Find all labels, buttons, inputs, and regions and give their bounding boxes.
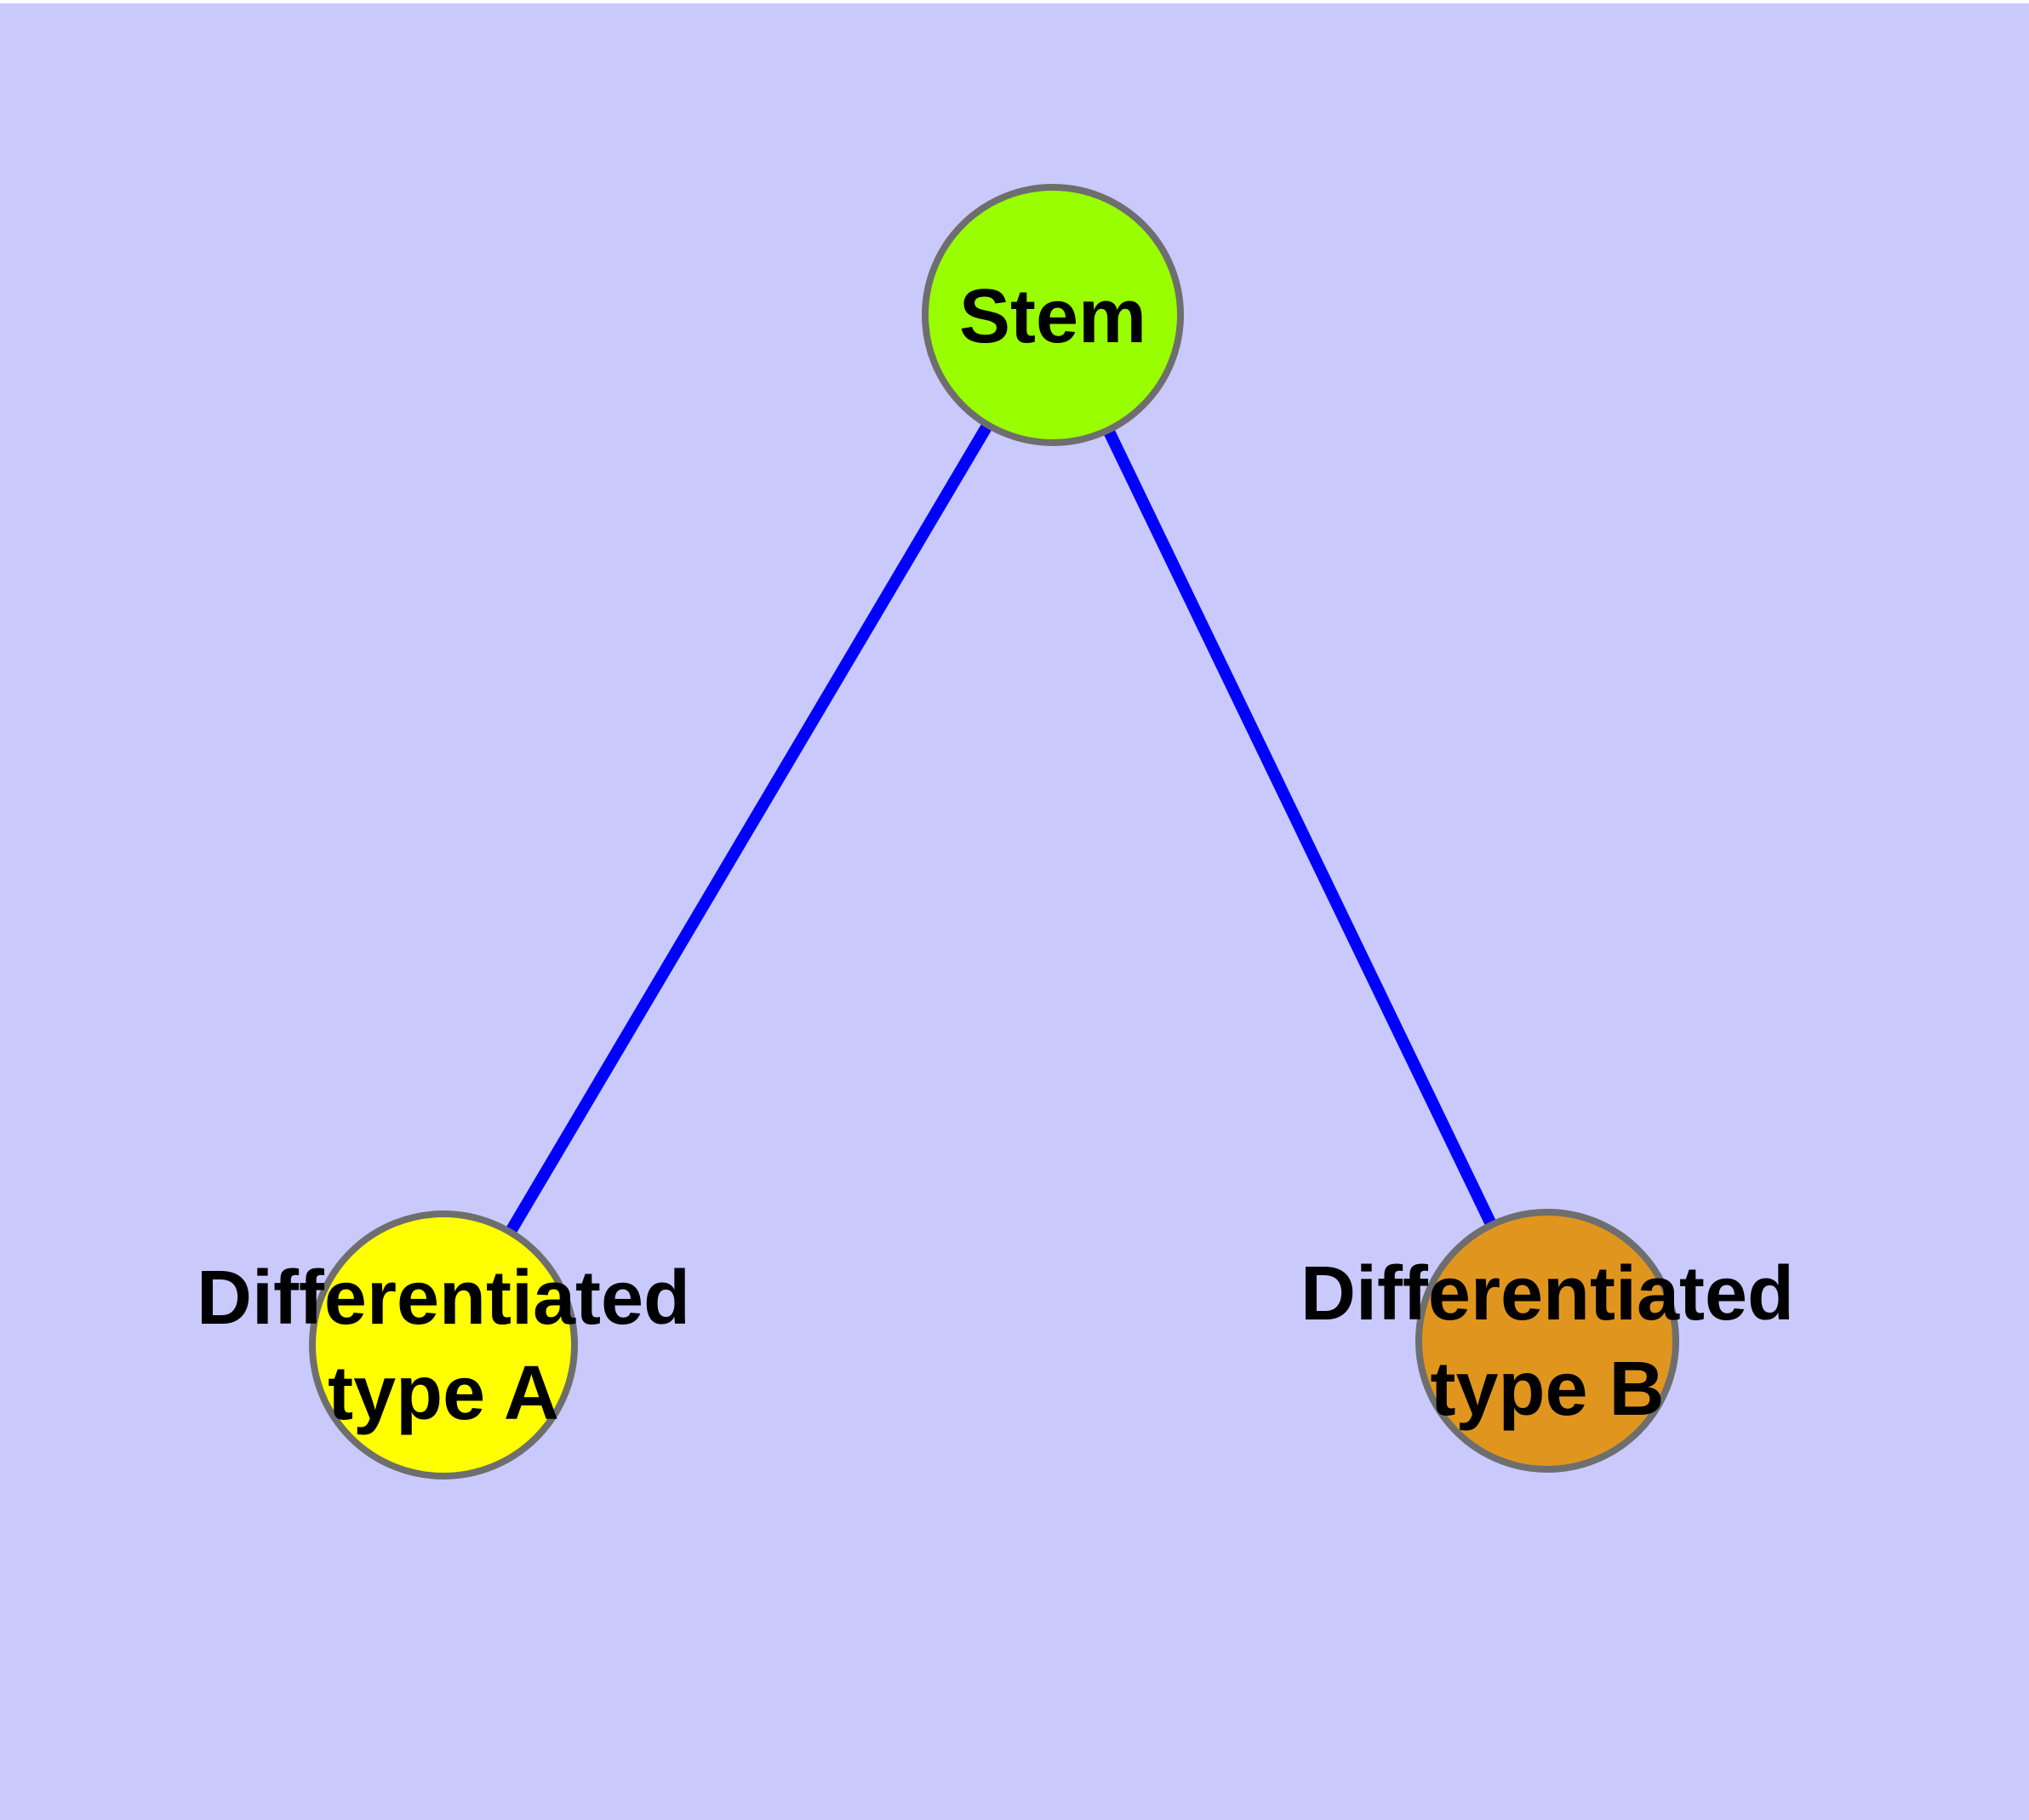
edge-stem-to-type-b	[1047, 312, 1553, 1344]
node-differentiated-type-b	[1415, 1209, 1679, 1473]
node-stem-label: Stem	[959, 274, 1146, 359]
node-stem	[922, 184, 1184, 446]
top-margin-strip	[0, 0, 2029, 3]
node-type-a-label-line1: Differentiated	[197, 1256, 690, 1341]
edge-stem-to-type-a	[437, 312, 1059, 1348]
node-type-b-label-line1: Differentiated	[1300, 1251, 1794, 1336]
node-differentiated-type-a	[309, 1210, 578, 1479]
node-type-a-label-line2: type A	[328, 1351, 559, 1436]
node-type-b-label-line2: type B	[1430, 1347, 1664, 1432]
